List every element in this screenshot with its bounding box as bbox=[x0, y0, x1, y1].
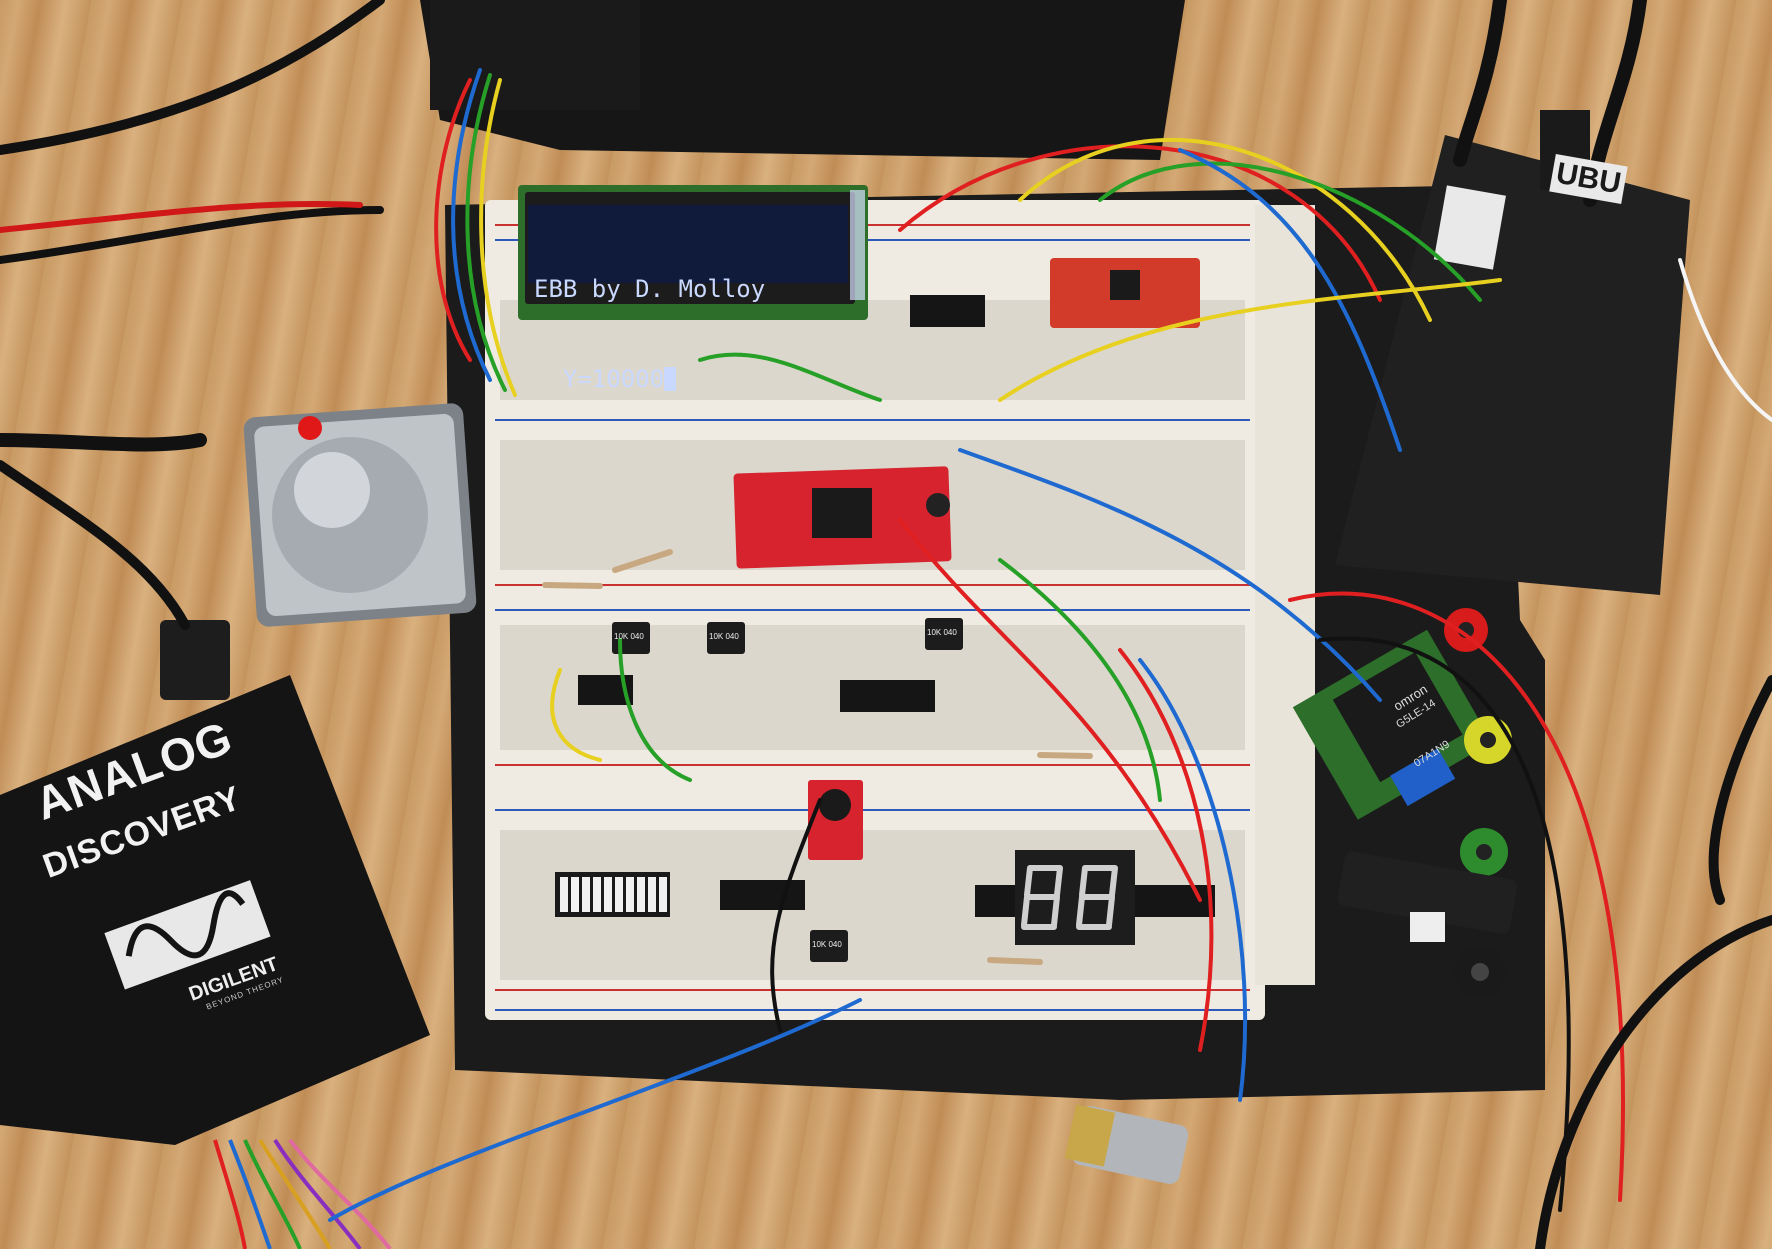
motor-driver-board bbox=[733, 466, 952, 569]
lcd-line-2: Y=10000 bbox=[534, 364, 834, 394]
lcd-cursor bbox=[664, 367, 677, 391]
small-red-board bbox=[1050, 258, 1200, 328]
lcd-module bbox=[518, 185, 868, 320]
pot-label: 10K 040 bbox=[812, 940, 842, 949]
jumper-wires bbox=[328, 68, 1772, 1222]
lcd-line-1: EBB by D. Molloy bbox=[534, 275, 766, 303]
monitor-base bbox=[420, 0, 1185, 160]
resistors bbox=[542, 549, 1093, 965]
led-bar-graph bbox=[555, 872, 670, 917]
lcd-line-2-text: Y=10000 bbox=[534, 365, 665, 393]
binding-posts bbox=[1444, 608, 1512, 998]
pot-label: 10K 040 bbox=[927, 628, 957, 637]
ir-distance-sensor bbox=[1337, 851, 1518, 942]
pot-label: 10K 040 bbox=[614, 632, 644, 641]
gear-motor bbox=[1064, 1104, 1189, 1184]
lcd-display-text: EBB by D. Molloy Y=10000 bbox=[534, 214, 834, 393]
ribbon-wires bbox=[213, 1138, 392, 1249]
microphone-board bbox=[808, 780, 863, 860]
pot-label: 10K 040 bbox=[709, 632, 739, 641]
stepper-motor bbox=[243, 403, 477, 627]
seven-segment-display bbox=[1015, 850, 1135, 945]
beaglebone-board bbox=[1335, 110, 1690, 595]
analog-discovery-device bbox=[0, 620, 430, 1145]
